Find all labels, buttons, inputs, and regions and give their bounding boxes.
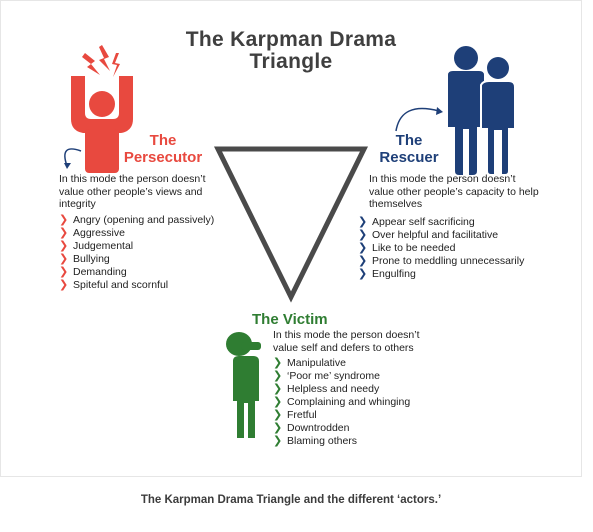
persecutor-trait: Angry (opening and passively) — [73, 214, 215, 226]
list-item: ❯ Angry (opening and passively) — [59, 214, 214, 227]
list-item: ❯ Helpless and needy — [273, 383, 410, 396]
list-item: ❯ Engulfing — [358, 268, 524, 281]
persecutor-description: In this mode the person doesn’t value ot… — [59, 173, 206, 210]
list-item: ❯ ‘Poor me’ syndrome — [273, 370, 410, 383]
angry-person-icon — [71, 45, 133, 173]
rescuer-trait: Like to be needed — [372, 242, 456, 254]
persecutor-title-line-1: The — [149, 132, 177, 149]
list-item: ❯ Fretful — [273, 409, 410, 422]
chevron-right-icon: ❯ — [358, 268, 368, 280]
chevron-right-icon: ❯ — [358, 216, 368, 228]
persecutor-title-line-2: Persecutor — [123, 149, 203, 166]
victim-description: In this mode the person doesn’t value se… — [273, 329, 420, 354]
title-line-2: Triangle — [249, 50, 333, 73]
list-item: ❯ Judgemental — [59, 240, 214, 253]
chevron-right-icon: ❯ — [59, 279, 69, 291]
chevron-right-icon: ❯ — [59, 253, 69, 265]
list-item: ❯ Aggressive — [59, 227, 214, 240]
chevron-right-icon: ❯ — [358, 255, 368, 267]
persecutor-trait: Aggressive — [73, 227, 125, 239]
rescuer-trait: Engulfing — [372, 268, 416, 280]
list-item: ❯ Downtrodden — [273, 422, 410, 435]
list-item: ❯ Manipulative — [273, 357, 410, 370]
victim-trait: Complaining and whinging — [287, 396, 411, 408]
persecutor-trait: Judgemental — [73, 240, 134, 252]
list-item: ❯ Complaining and whinging — [273, 396, 410, 409]
rescuer-trait: Over helpful and facilitative — [372, 229, 499, 241]
persecutor-trait: Spiteful and scornful — [73, 279, 169, 291]
rescuer-description: In this mode the person doesn’t value ot… — [369, 173, 539, 210]
victim-trait: ‘Poor me’ syndrome — [287, 370, 380, 382]
list-item: ❯ Over helpful and facilitative — [358, 229, 524, 242]
persecutor-trait: Demanding — [73, 266, 127, 278]
list-item: ❯ Spiteful and scornful — [59, 279, 214, 292]
victim-trait: Helpless and needy — [287, 383, 380, 395]
diagram-card: The Karpman Drama Triangle The Persecuto… — [0, 0, 582, 477]
rescuer-trait: Prone to meddling unnecessarily — [372, 255, 525, 267]
chevron-right-icon: ❯ — [358, 242, 368, 254]
drama-triangle — [213, 146, 369, 303]
chevron-right-icon: ❯ — [273, 396, 283, 408]
list-item: ❯ Demanding — [59, 266, 214, 279]
chevron-right-icon: ❯ — [273, 422, 283, 434]
victim-title: The Victim — [252, 311, 328, 328]
list-item: ❯ Like to be needed — [358, 242, 524, 255]
victim-trait: Fretful — [287, 409, 317, 421]
victim-traits-list: ❯ Manipulative ❯ ‘Poor me’ syndrome ❯ Helpl… — [273, 357, 410, 448]
page-title: The Karpman Drama Triangle — [151, 29, 431, 73]
victim-trait: Manipulative — [287, 357, 346, 369]
rescuer-title-line-1: The — [395, 132, 423, 149]
chevron-right-icon: ❯ — [59, 240, 69, 252]
rescuer-title: The Rescuer — [379, 132, 439, 166]
persecutor-traits-list: ❯ Angry (opening and passively) ❯ Aggressi… — [59, 214, 214, 292]
chevron-right-icon: ❯ — [273, 435, 283, 447]
rescuer-arrow — [395, 107, 440, 132]
list-item: ❯ Bullying — [59, 253, 214, 266]
chevron-right-icon: ❯ — [59, 227, 69, 239]
standing-person-icon — [226, 332, 261, 438]
list-item: ❯ Blaming others — [273, 435, 410, 448]
rescuer-trait: Appear self sacrificing — [372, 216, 475, 228]
persecutor-trait: Bullying — [73, 253, 110, 265]
chevron-right-icon: ❯ — [273, 370, 283, 382]
rescuer-title-line-2: Rescuer — [379, 149, 439, 166]
diagram-graphics — [64, 45, 516, 438]
chevron-right-icon: ❯ — [358, 229, 368, 241]
chevron-right-icon: ❯ — [273, 383, 283, 395]
chevron-right-icon: ❯ — [273, 357, 283, 369]
victim-trait: Blaming others — [287, 435, 358, 447]
chevron-right-icon: ❯ — [59, 214, 69, 226]
two-people-icon — [448, 46, 516, 176]
chevron-right-icon: ❯ — [273, 409, 283, 421]
list-item: ❯ Prone to meddling unnecessarily — [358, 255, 524, 268]
victim-trait: Downtrodden — [287, 422, 350, 434]
rescuer-traits-list: ❯ Appear self sacrificing ❯ Over helpful a… — [358, 216, 524, 281]
persecutor-title: The Persecutor — [113, 132, 213, 166]
persecutor-arrow — [64, 148, 82, 167]
title-line-1: The Karpman Drama — [185, 28, 397, 51]
figure-caption: The Karpman Drama Triangle and the diffe… — [140, 494, 442, 506]
chevron-right-icon: ❯ — [59, 266, 69, 278]
list-item: ❯ Appear self sacrificing — [358, 216, 524, 229]
